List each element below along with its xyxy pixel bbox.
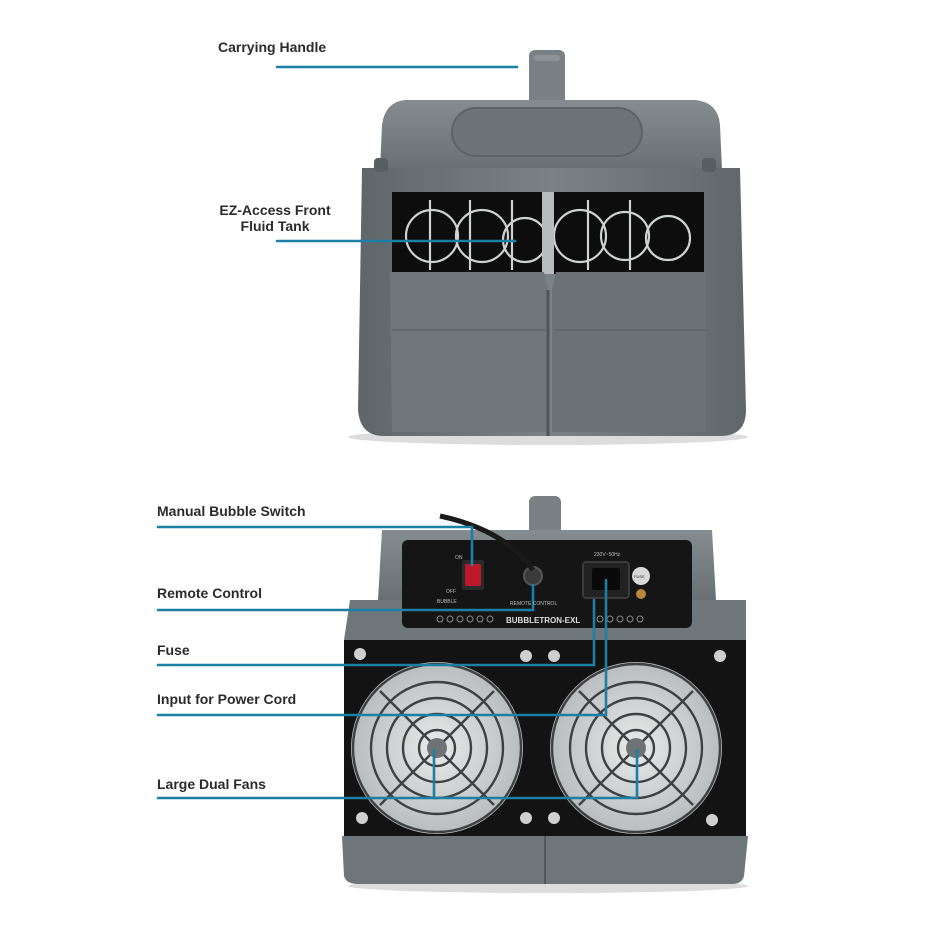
line-manual-switch (156, 525, 474, 567)
fuse-text: FUSE (634, 574, 645, 579)
power-rating-text: 230V~50Hz (594, 552, 621, 558)
label-remote-control: Remote Control (157, 585, 262, 601)
label-carrying-handle: Carrying Handle (218, 39, 327, 55)
tank-panel-left (390, 272, 548, 432)
label-fuse: Fuse (157, 642, 190, 658)
fan-screws (354, 648, 726, 826)
line-fuse (156, 598, 596, 667)
left-ear (374, 158, 388, 172)
callout-lines (156, 65, 639, 800)
led-strip (436, 615, 644, 623)
line-power-input (156, 578, 608, 717)
fuse-indicator (636, 589, 646, 599)
switch-on-text: ON (455, 555, 463, 561)
machine-rear-view (342, 496, 748, 893)
right-ear (702, 158, 716, 172)
fuse-holder (632, 567, 650, 585)
label-manual-switch: Manual Bubble Switch (157, 503, 306, 519)
label-fluid-tank-line2: Fluid Tank (240, 218, 310, 234)
machine-front-view (348, 50, 748, 445)
left-fan (351, 662, 523, 834)
window-divider (542, 192, 554, 274)
tank-panel-right (552, 272, 706, 432)
manual-bubble-switch (465, 564, 481, 586)
label-power-input: Input for Power Cord (157, 691, 297, 707)
handle-highlight (534, 55, 560, 61)
control-panel (402, 540, 692, 628)
switch-off-text: OFF (446, 589, 456, 595)
remote-control-text: REMOTE CONTROL (510, 601, 557, 607)
label-fluid-tank: EZ-Access Front Fluid Tank (205, 202, 345, 234)
switch-bubble-text: BUBBLE (437, 599, 457, 605)
label-dual-fans: Large Dual Fans (157, 776, 266, 792)
label-fluid-tank-line1: EZ-Access Front (219, 202, 331, 218)
right-fan (550, 662, 722, 834)
remote-cable (439, 513, 536, 572)
line-remote-control (156, 583, 535, 612)
rear-carrying-handle (529, 496, 561, 536)
hood-recess (451, 107, 643, 157)
line-dual-fans-right (432, 748, 639, 800)
carrying-handle (529, 50, 565, 110)
brand-name: BUBBLETRON-EXL (506, 616, 580, 625)
